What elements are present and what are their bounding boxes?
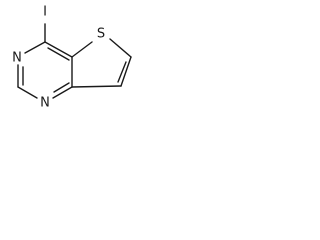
bond-c4-c4a <box>44 41 73 58</box>
bond-n1-c7a-double <box>53 82 70 93</box>
bond-c6-c7 <box>120 56 132 87</box>
bond-c4-c4a-double <box>47 47 70 61</box>
bond-c6-c7-double <box>117 61 127 83</box>
atom-label-nitrogen-top: N <box>12 51 22 66</box>
bonds <box>17 23 132 99</box>
bond-c7-c7a <box>71 85 122 88</box>
bond-sulfur-c6 <box>109 38 132 58</box>
atom-label-iodine: I <box>43 5 47 20</box>
bond-c4a-sulfur <box>71 41 93 58</box>
bond-n1-c7a <box>52 86 73 99</box>
atom-label-sulfur: S <box>97 27 105 42</box>
atom-label-nitrogen-bottom: N <box>40 96 50 111</box>
bond-c2-n1 <box>17 86 38 99</box>
atom-labels: I S N N <box>12 5 105 111</box>
structure-drawing: I S N N <box>12 5 132 111</box>
molecule-structure-figure: I S N N <box>0 0 151 137</box>
bond-c4-n3 <box>24 41 46 54</box>
